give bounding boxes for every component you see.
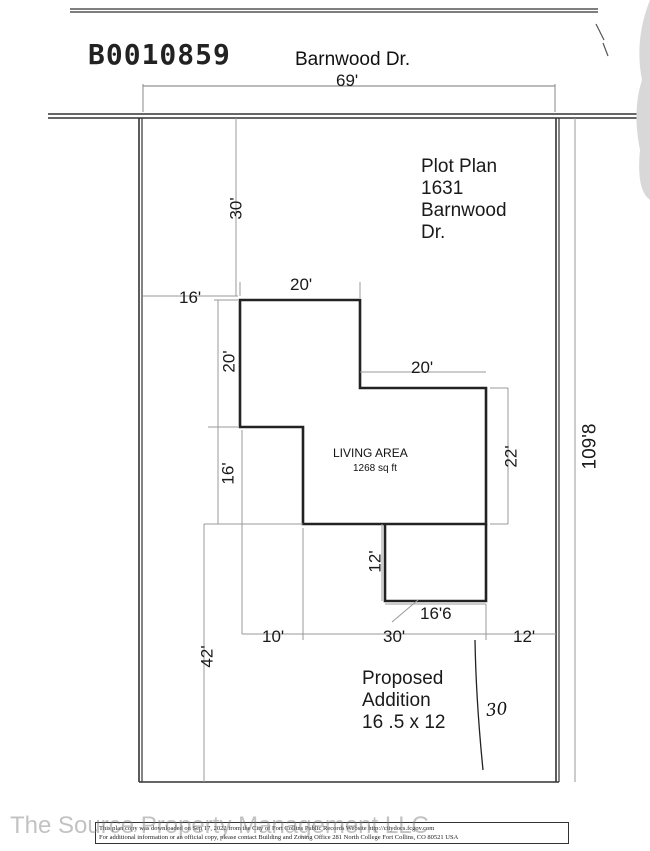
dimension-lines	[143, 118, 556, 782]
proposed-addition-note: Proposed Addition 16 .5 x 12	[362, 668, 445, 734]
addition-depth-dimension: 12'	[365, 550, 385, 573]
download-footer: This plan copy was downloaded on Sep 17,…	[95, 822, 569, 844]
house-step-dimension: 20'	[411, 358, 434, 377]
plot-title-line: Barnwood	[421, 200, 507, 221]
bottom-left-dimension: 10'	[262, 627, 285, 646]
footer-line-1: This plan copy was downloaded on Sep 17,…	[99, 825, 435, 832]
bottom-right-dimension: 12'	[513, 627, 536, 646]
document-id-stamp: B0010859	[88, 38, 231, 71]
street-line	[48, 113, 640, 119]
left-setback-dimension: 16'	[179, 288, 202, 307]
lot-boundary	[138, 118, 560, 783]
house-footprint	[238, 298, 488, 526]
proposed-addition-line: 16 .5 x 12	[362, 712, 446, 733]
street-label: Barnwood Dr.	[295, 49, 411, 70]
frontage-dimension-line	[142, 84, 556, 112]
rear-setback-dimension: 42'	[197, 645, 217, 668]
living-area-size: 1268 sq ft	[353, 463, 397, 474]
house-left-upper-dimension: 20'	[219, 350, 239, 373]
plot-title-line: Dr.	[421, 222, 446, 243]
watermark: The Source Property Management LLC	[10, 812, 429, 839]
bottom-middle-dimension: 30'	[383, 627, 406, 646]
plot-plan-title: Plot Plan 1631 Barnwood Dr.	[421, 156, 507, 244]
top-border-line	[70, 8, 598, 13]
house-left-lower-dimension: 16'	[218, 462, 238, 485]
frontage-dimension: 69'	[336, 71, 359, 90]
lot-depth-dimension: 109'8	[579, 423, 601, 470]
plot-title-line: Plot Plan	[421, 156, 498, 177]
living-area-label: LIVING AREA	[333, 446, 408, 460]
corner-mark	[595, 23, 609, 57]
front-setback-dimension: 30'	[226, 197, 246, 220]
house-right-dimension: 22'	[501, 445, 521, 468]
proposed-addition-line: Addition	[362, 690, 431, 711]
handwritten-note: 30	[484, 698, 509, 722]
house-top-dimension: 20'	[290, 275, 313, 294]
addition-width-dimension: 16'6	[420, 604, 452, 623]
footer-line-2: For additional information or an officia…	[99, 834, 459, 841]
handwritten-line	[474, 639, 484, 771]
plot-title-line: 1631	[421, 178, 464, 199]
proposed-addition-line: Proposed	[362, 668, 444, 689]
addition-footprint	[383, 524, 488, 603]
torn-edge	[636, 0, 650, 200]
